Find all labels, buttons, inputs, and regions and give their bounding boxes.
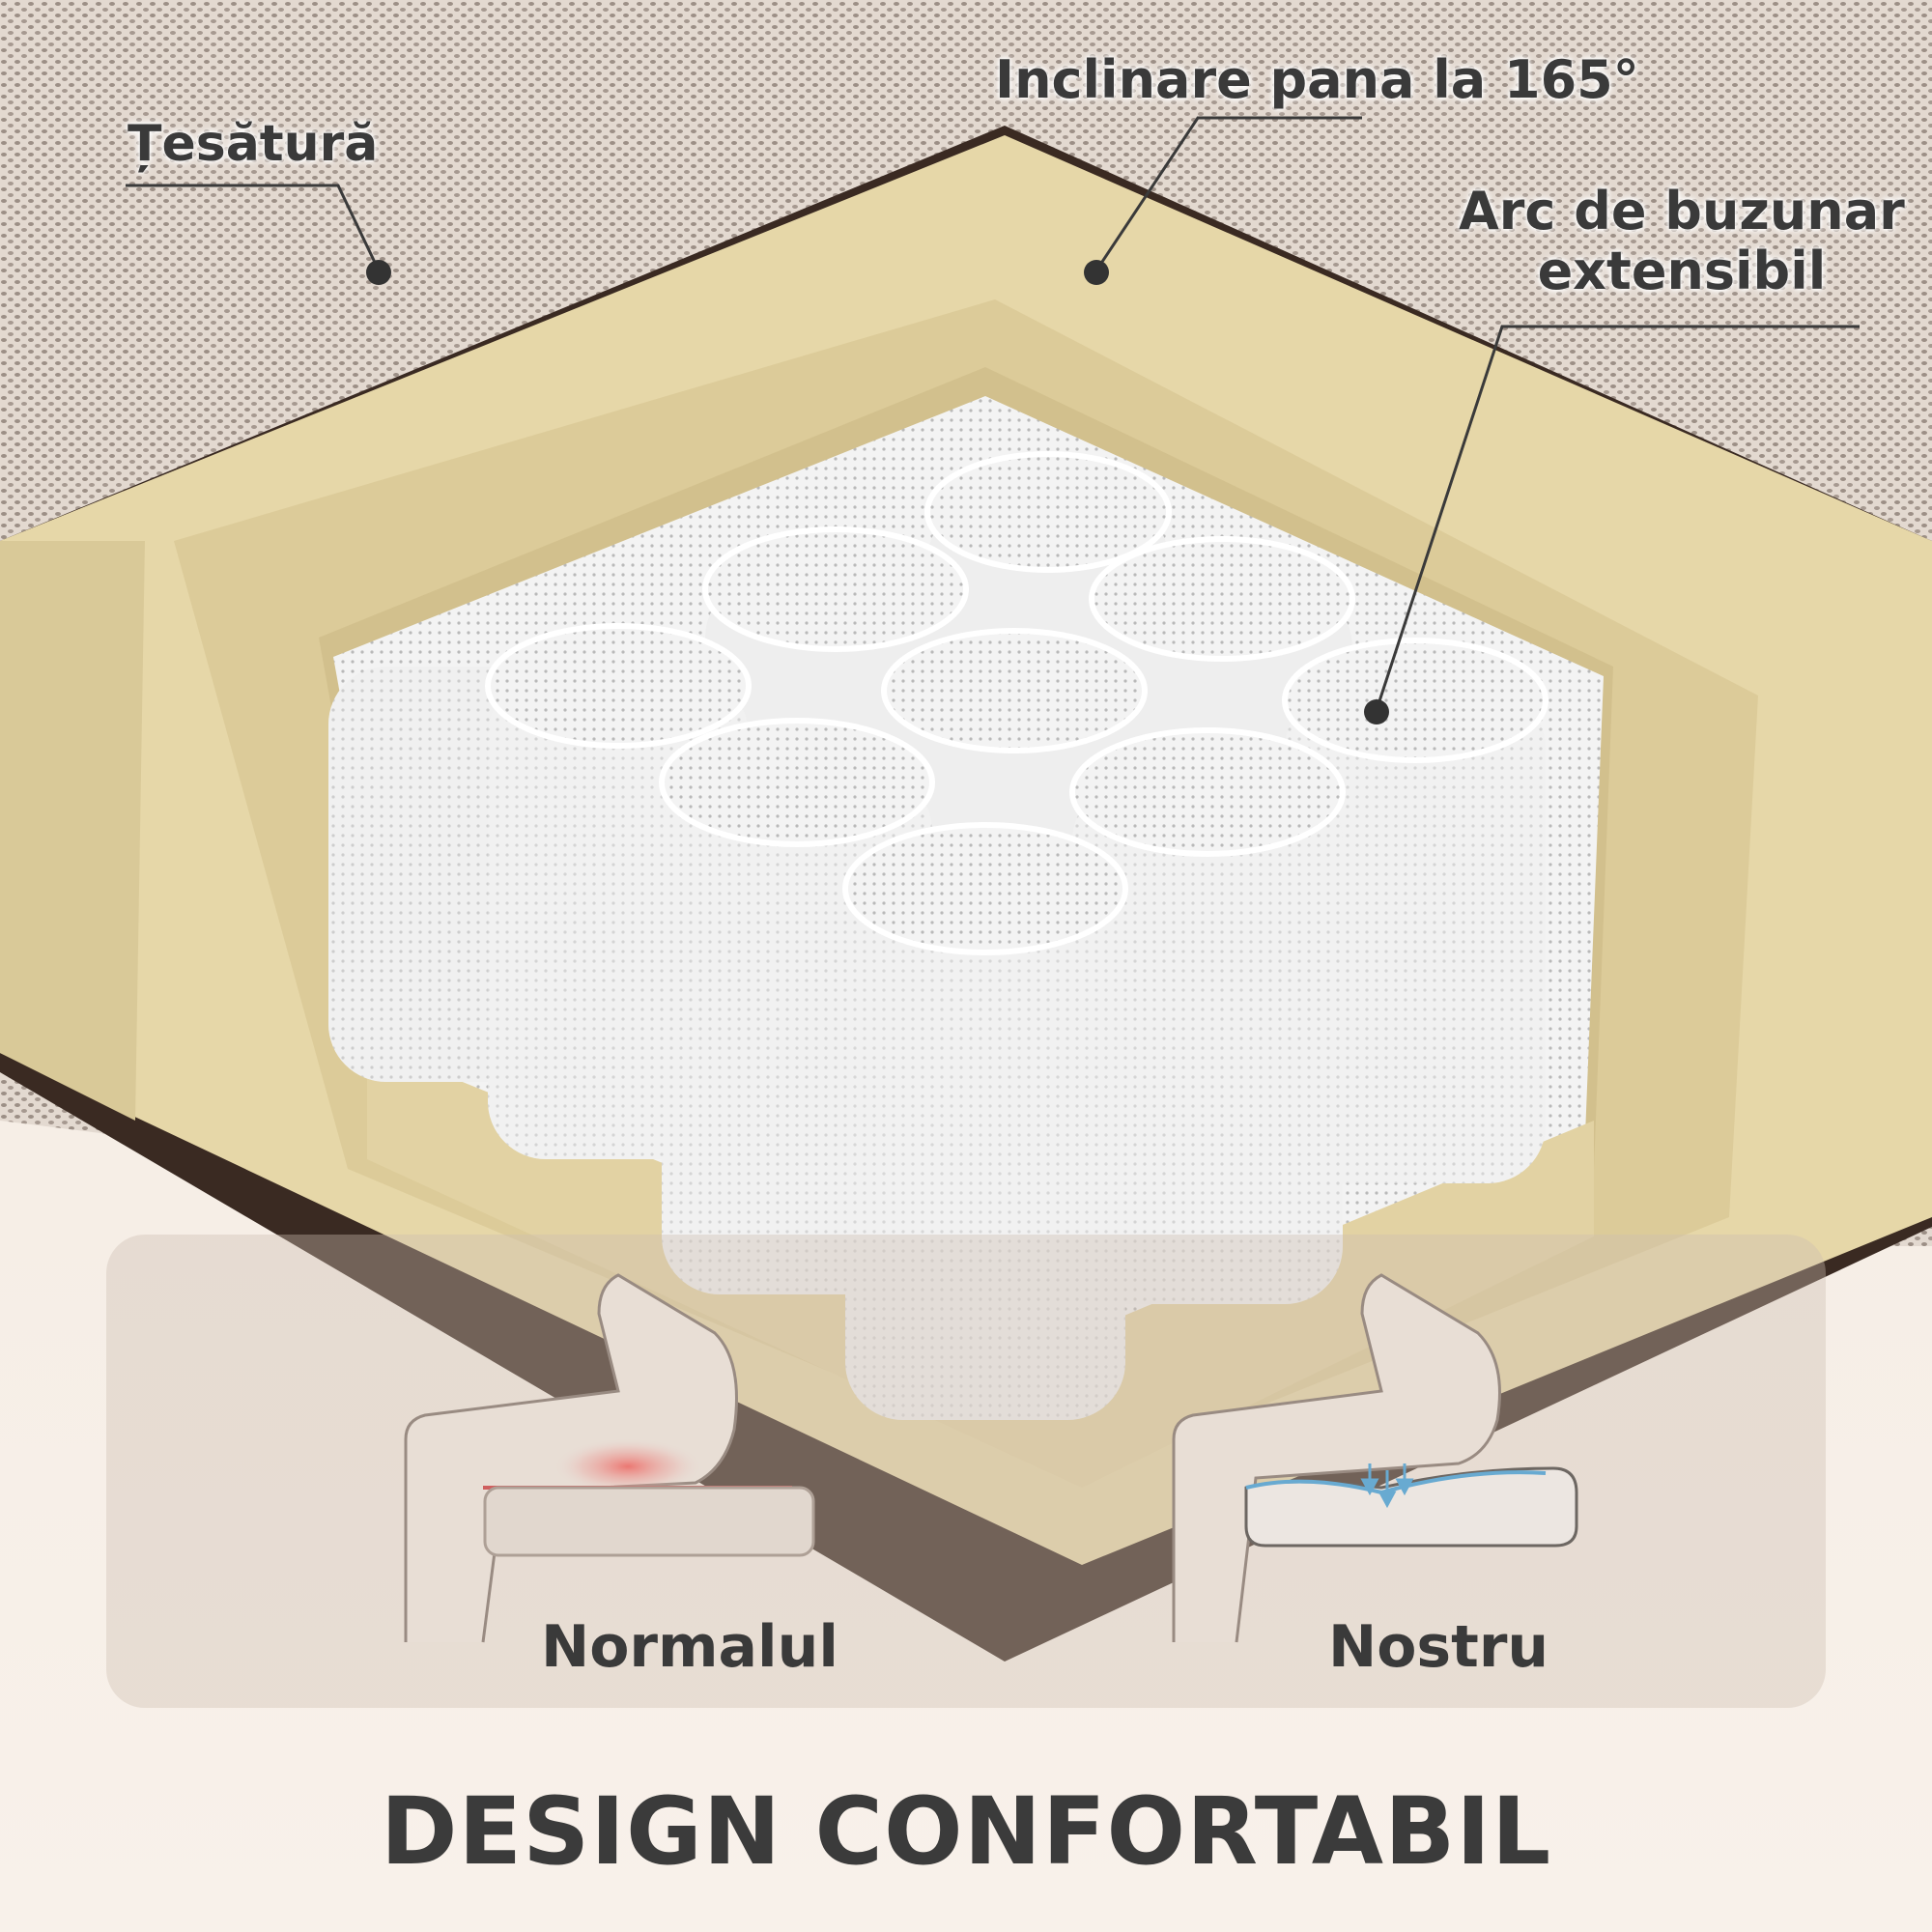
pocket-spring-label: Arc de buzunar extensibil xyxy=(1459,181,1905,302)
fabric-leader-dot xyxy=(366,260,391,285)
callout-lines xyxy=(126,116,1860,711)
pocket-springs xyxy=(328,451,1548,1420)
our-body-outline xyxy=(1172,1273,1501,1643)
normal-label: Normalul xyxy=(541,1613,838,1681)
ours-label: Nostru xyxy=(1328,1613,1549,1681)
recline-leader xyxy=(1094,116,1362,271)
foam-left-side xyxy=(0,541,145,1121)
fabric-label: Țesătură xyxy=(128,115,379,173)
our-seat-illustration xyxy=(1172,1273,1578,1643)
normal-seat-illustration xyxy=(404,1273,815,1643)
fabric-leader xyxy=(126,184,381,271)
pocket-spring xyxy=(1069,727,1346,1304)
normal-cushion xyxy=(483,1486,815,1557)
spring-leader-dot xyxy=(1364,699,1389,724)
foam-cavity-floor xyxy=(367,1043,1594,1488)
pocket-spring-label-line2: extensibil xyxy=(1537,241,1827,302)
recline-leader-dot xyxy=(1084,260,1109,285)
spring-leader xyxy=(1375,325,1860,711)
headline: DESIGN CONFORTABIL xyxy=(380,1777,1552,1886)
pocket-spring xyxy=(1282,638,1548,1183)
recline-label: Inclinare pana la 165° xyxy=(995,49,1639,110)
comparison-panel xyxy=(106,1235,1826,1708)
pocket-spring xyxy=(842,822,1128,1420)
support-arrows-icon xyxy=(1360,1463,1414,1509)
pocket-spring-label-line1: Arc de buzunar xyxy=(1459,181,1905,242)
pressure-point xyxy=(551,1437,705,1495)
